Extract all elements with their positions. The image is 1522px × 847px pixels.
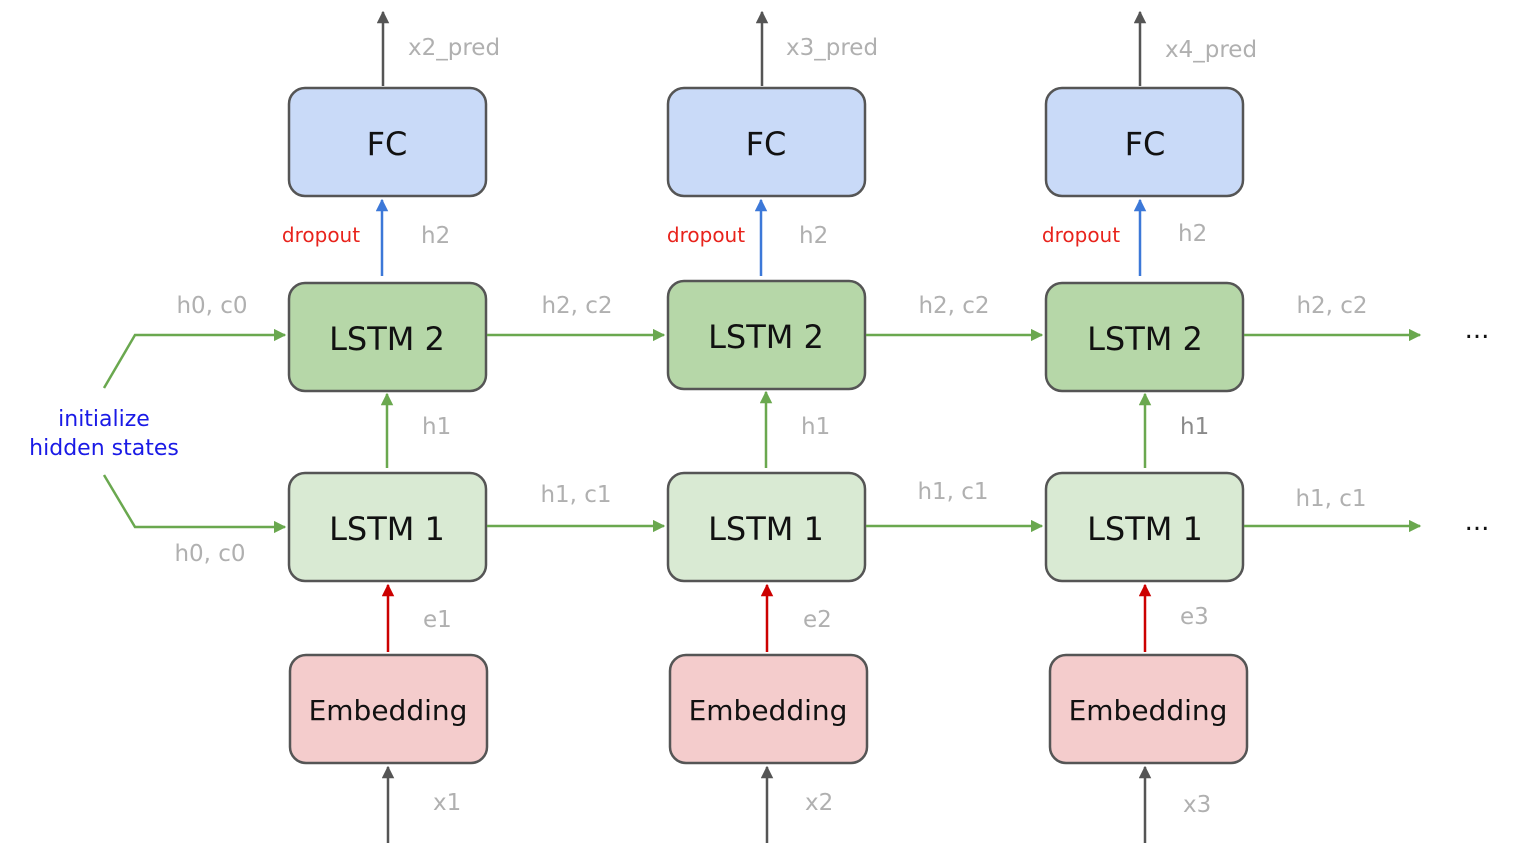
h1-label: h1 [1180,414,1209,440]
init-state-bottom-label: h0, c0 [174,541,245,567]
fc-box [666,86,867,198]
fc-label: FC [746,125,787,163]
lstm2-box [1044,281,1245,393]
init-arrow-lstm2 [102,328,287,389]
embedding-label: Embedding [689,694,848,727]
lstm1-state-label: h1, c1 [540,482,611,508]
lstm1-box [666,471,867,583]
dropout-label: dropout [282,223,360,247]
init-label-line2: hidden states [29,436,179,461]
lstm1-label: LSTM 1 [708,510,824,548]
lstm1-label: LSTM 1 [1087,510,1203,548]
embedding-label: Embedding [1069,694,1228,727]
lstm1-box [1044,471,1245,583]
fc-box [1044,86,1245,198]
embedding-label: Embedding [309,694,468,727]
timestep-2: x3_pred FC dropout h2 LSTM 2 h1 LSTM 1 e… [666,10,1044,843]
timestep-1: x2_pred FC dropout h2 LSTM 2 h1 LSTM 1 e… [282,10,666,843]
dropout-label: dropout [1042,223,1120,247]
dropout-label: dropout [667,223,745,247]
output-label: x3_pred [786,35,878,61]
lstm1-box [287,471,488,583]
embedding-box [1048,653,1249,765]
embedding-out-label: e3 [1180,604,1209,630]
embedding-box [668,653,869,765]
fc-label: FC [1125,125,1166,163]
init-label-line1: initialize [58,407,150,432]
fc-box [287,86,488,198]
output-label: x2_pred [408,35,500,61]
h1-label: h1 [422,414,451,440]
lstm2-state-label: h2, c2 [918,293,989,319]
init-arrow-lstm1 [102,474,287,534]
timestep-3: x4_pred FC dropout h2 LSTM 2 h1 LSTM 1 e… [1042,10,1422,843]
lstm2-box [666,279,867,391]
lstm1-state-label: h1, c1 [917,479,988,505]
lstm2-label: LSTM 2 [708,318,824,356]
h2-label: h2 [421,223,450,249]
embedding-out-label: e2 [803,607,832,633]
h1-label: h1 [801,414,830,440]
lstm1-label: LSTM 1 [329,510,445,548]
lstm2-state-label: h2, c2 [1296,293,1367,319]
lstm2-state-label: h2, c2 [541,293,612,319]
fc-label: FC [367,125,408,163]
input-label: x1 [433,790,461,816]
lstm1-state-label: h1, c1 [1295,486,1366,512]
ellipsis-lstm2: ... [1465,315,1490,345]
h2-label: h2 [799,223,828,249]
lstm2-box [287,281,488,393]
input-label: x2 [805,790,833,816]
init-hidden-states: initialize hidden states h0, c0 h0, c0 [29,293,287,567]
input-label: x3 [1183,792,1211,818]
h2-label: h2 [1178,221,1207,247]
output-label: x4_pred [1165,37,1257,63]
init-state-top-label: h0, c0 [176,293,247,319]
embedding-out-label: e1 [423,607,452,633]
embedding-box [288,653,489,765]
lstm2-label: LSTM 2 [329,320,445,358]
ellipsis-lstm1: ... [1465,507,1490,537]
lstm2-label: LSTM 2 [1087,320,1203,358]
